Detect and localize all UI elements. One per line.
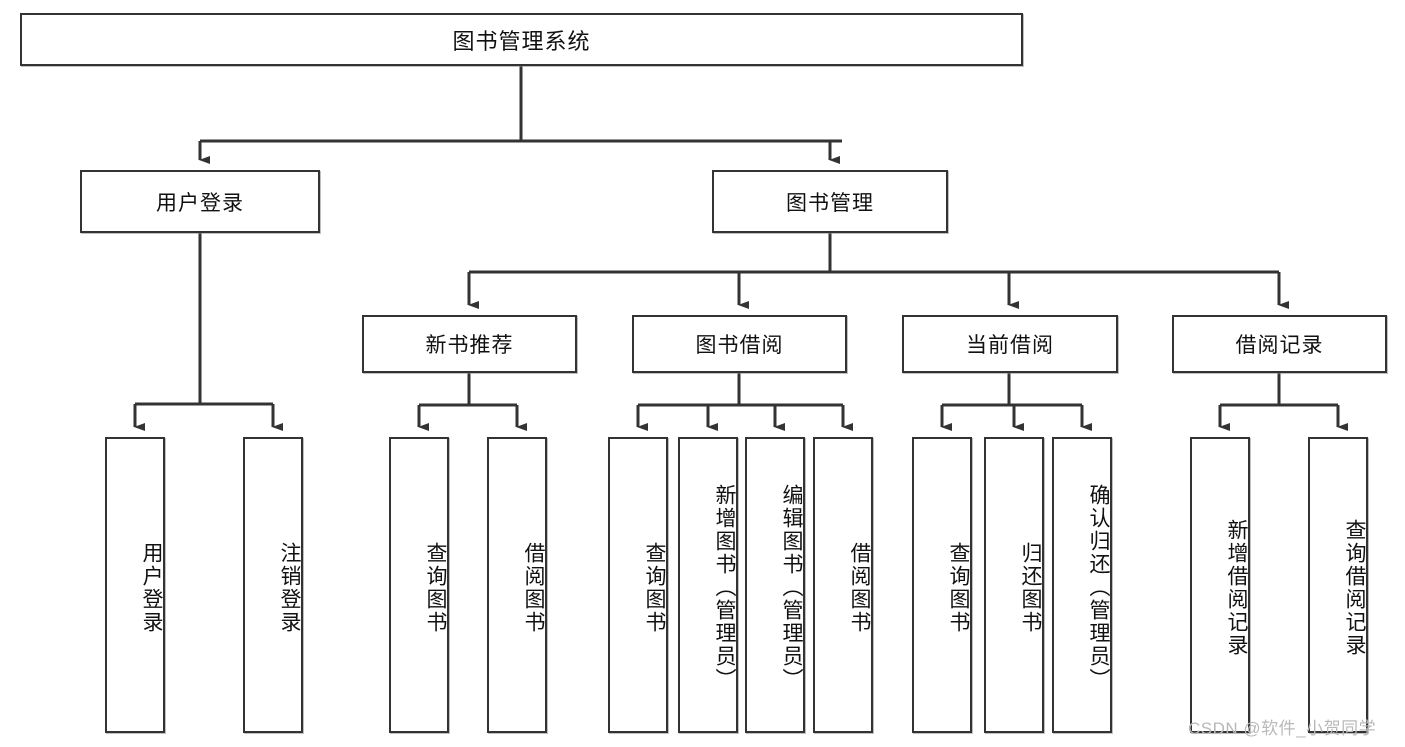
- node-root[interactable]: 图书管理系统: [20, 13, 1023, 66]
- node-leaf-query-book-1-label: 查询图书: [424, 542, 447, 634]
- node-book-management[interactable]: 图书管理: [712, 170, 948, 233]
- node-leaf-borrow-book-1-label: 借阅图书: [522, 542, 545, 634]
- node-leaf-add-borrow-record-label: 新增借阅记录: [1225, 519, 1248, 657]
- node-leaf-add-book-admin-label: 新增图书（管理员）: [713, 483, 736, 691]
- node-user-login[interactable]: 用户登录: [80, 170, 320, 233]
- node-leaf-borrow-book-1[interactable]: 借阅图书: [487, 437, 547, 733]
- node-leaf-confirm-return-admin-label: 确认归还（管理员）: [1087, 483, 1110, 691]
- node-leaf-query-borrow-record-label: 查询借阅记录: [1343, 519, 1366, 657]
- node-leaf-add-book-admin[interactable]: 新增图书（管理员）: [678, 437, 738, 733]
- node-new-book-recommend[interactable]: 新书推荐: [362, 315, 577, 373]
- watermark: CSDN @软件_小贺同学: [1188, 719, 1377, 738]
- node-leaf-add-borrow-record[interactable]: 新增借阅记录: [1190, 437, 1250, 733]
- node-book-borrow[interactable]: 图书借阅: [632, 315, 847, 373]
- node-leaf-borrow-book-2-label: 借阅图书: [848, 542, 871, 634]
- node-borrow-record[interactable]: 借阅记录: [1172, 315, 1387, 373]
- node-leaf-return-book[interactable]: 归还图书: [984, 437, 1044, 733]
- node-leaf-return-book-label: 归还图书: [1019, 542, 1042, 634]
- node-leaf-edit-book-admin-label: 编辑图书（管理员）: [780, 483, 803, 691]
- node-current-borrow[interactable]: 当前借阅: [902, 315, 1118, 373]
- node-user-login-label: 用户登录: [156, 191, 244, 215]
- node-leaf-user-login[interactable]: 用户登录: [105, 437, 165, 733]
- node-leaf-borrow-book-2[interactable]: 借阅图书: [813, 437, 873, 733]
- node-leaf-query-book-3[interactable]: 查询图书: [912, 437, 972, 733]
- node-book-borrow-label: 图书借阅: [695, 334, 784, 357]
- node-root-label: 图书管理系统: [452, 28, 591, 54]
- node-book-management-label: 图书管理: [786, 191, 874, 215]
- node-leaf-logout-login-label: 注销登录: [278, 542, 301, 634]
- node-leaf-confirm-return-admin[interactable]: 确认归还（管理员）: [1052, 437, 1112, 733]
- node-leaf-query-book-1[interactable]: 查询图书: [389, 437, 449, 733]
- node-leaf-edit-book-admin[interactable]: 编辑图书（管理员）: [745, 437, 805, 733]
- node-leaf-query-book-2-label: 查询图书: [643, 542, 666, 634]
- node-leaf-user-login-label: 用户登录: [140, 542, 163, 634]
- node-current-borrow-label: 当前借阅: [966, 334, 1054, 357]
- node-leaf-query-book-3-label: 查询图书: [947, 542, 970, 634]
- node-borrow-record-label: 借阅记录: [1235, 334, 1324, 357]
- node-leaf-logout-login[interactable]: 注销登录: [243, 437, 303, 733]
- node-new-book-recommend-label: 新书推荐: [425, 334, 514, 357]
- node-leaf-query-borrow-record[interactable]: 查询借阅记录: [1308, 437, 1368, 733]
- node-leaf-query-book-2[interactable]: 查询图书: [608, 437, 668, 733]
